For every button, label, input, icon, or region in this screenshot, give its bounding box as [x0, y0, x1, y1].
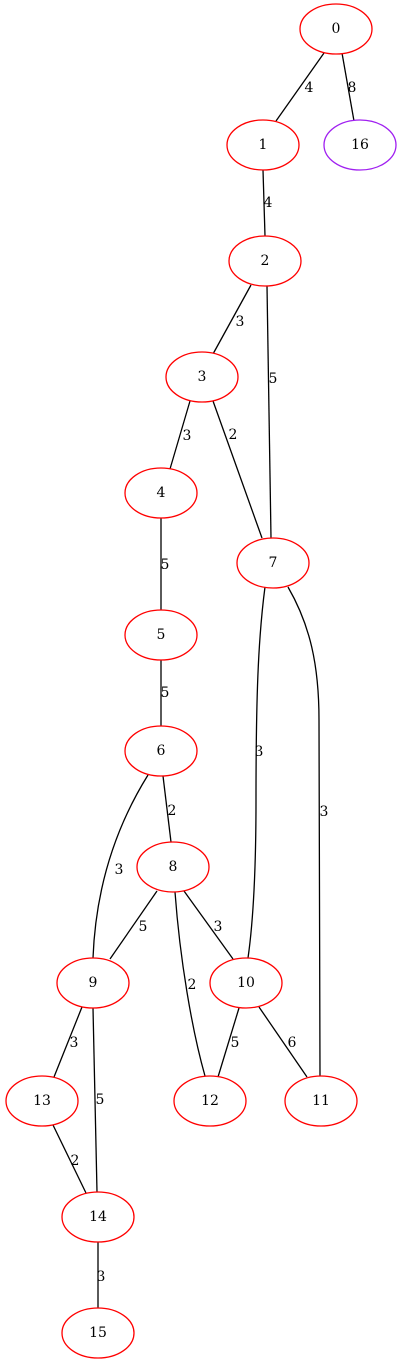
edge-weight-label-2-7: 5	[269, 371, 278, 387]
node-ellipse-15	[61, 1307, 135, 1359]
node-label-12: 12	[201, 1093, 219, 1109]
node-7: 7	[236, 537, 310, 589]
node-12: 12	[173, 1075, 247, 1127]
edge-weight-label-7-11: 3	[320, 804, 329, 820]
node-label-13: 13	[33, 1093, 51, 1109]
edge-9-14	[92, 1007, 98, 1193]
edge-weight-label-8-10: 3	[214, 919, 223, 935]
node-ellipse-7	[236, 537, 310, 589]
node-label-8: 8	[169, 859, 178, 875]
node-ellipse-8	[136, 841, 210, 893]
edge-13-14	[52, 1124, 87, 1194]
node-label-9: 9	[89, 975, 98, 991]
edge-6-8	[162, 775, 172, 843]
node-8: 8	[136, 841, 210, 893]
node-4: 4	[124, 467, 198, 519]
edge-weight-label-9-14: 5	[96, 1092, 105, 1108]
node-ellipse-13	[5, 1075, 79, 1127]
edge-weight-label-8-9: 5	[139, 919, 148, 935]
edge-8-12	[174, 891, 206, 1077]
edge-weight-label-1-2: 4	[264, 195, 273, 211]
edge-weight-label-4-5: 5	[161, 557, 170, 573]
node-ellipse-10	[209, 957, 283, 1009]
edge-6-9	[92, 774, 149, 959]
node-14: 14	[61, 1191, 135, 1243]
edge-weight-label-9-13: 3	[70, 1035, 79, 1051]
edges-layer	[52, 52, 355, 1308]
edge-weight-label-10-11: 6	[288, 1035, 297, 1051]
edge-2-7	[266, 285, 272, 539]
edge-8-10	[183, 890, 234, 960]
node-ellipse-12	[173, 1075, 247, 1127]
node-1: 1	[226, 119, 300, 171]
edge-weight-label-5-6: 5	[161, 685, 170, 701]
edge-weight-label-3-4: 3	[183, 428, 192, 444]
node-2: 2	[228, 235, 302, 287]
node-label-3: 3	[198, 369, 207, 385]
node-ellipse-0	[299, 3, 373, 55]
edge-10-11	[258, 1006, 308, 1078]
node-11: 11	[284, 1075, 358, 1127]
node-label-4: 4	[157, 485, 166, 501]
node-ellipse-2	[228, 235, 302, 287]
edge-weight-label-0-16: 8	[348, 80, 357, 96]
edge-1-2	[262, 169, 266, 237]
edge-0-16	[341, 52, 355, 122]
node-label-10: 10	[237, 975, 255, 991]
node-ellipse-9	[56, 957, 130, 1009]
node-label-1: 1	[259, 137, 268, 153]
edge-2-3	[212, 284, 252, 355]
node-13: 13	[5, 1075, 79, 1127]
edge-10-12	[217, 1007, 240, 1078]
node-label-5: 5	[157, 627, 166, 643]
node-ellipse-16	[323, 119, 397, 171]
edge-weight-label-10-12: 5	[231, 1035, 240, 1051]
edge-weight-label-7-10: 3	[255, 744, 264, 760]
edge-7-10	[247, 586, 266, 959]
node-16: 16	[323, 119, 397, 171]
node-ellipse-4	[124, 467, 198, 519]
node-label-2: 2	[261, 253, 270, 269]
node-3: 3	[165, 351, 239, 403]
node-0: 0	[299, 3, 373, 55]
node-label-6: 6	[157, 743, 166, 759]
edge-weight-label-3-7: 2	[229, 427, 238, 443]
edge-weight-label-6-9: 3	[115, 862, 124, 878]
node-5: 5	[124, 609, 198, 661]
nodes-layer: 0 1 16 2 3 4 7 5 6 8 9 10 13 12 11 14 15	[5, 3, 397, 1359]
node-label-15: 15	[89, 1325, 107, 1341]
node-6: 6	[124, 725, 198, 777]
edge-weight-label-13-14: 2	[71, 1153, 80, 1169]
edge-3-7	[212, 400, 263, 539]
edge-8-9	[109, 890, 158, 960]
node-ellipse-11	[284, 1075, 358, 1127]
edge-9-13	[53, 1006, 83, 1078]
node-ellipse-5	[124, 609, 198, 661]
edge-weight-label-6-8: 2	[168, 803, 177, 819]
edge-weight-label-14-15: 3	[97, 1269, 106, 1285]
node-label-11: 11	[312, 1093, 330, 1109]
node-9: 9	[56, 957, 130, 1009]
edge-labels-layer: 4 8 4 3 5 3 2 5 5 2 3 3 3 5 3 2 3 5 5 6 2 3	[70, 80, 357, 1285]
edge-3-4	[169, 400, 191, 470]
node-ellipse-1	[226, 119, 300, 171]
node-10: 10	[209, 957, 283, 1009]
node-label-14: 14	[89, 1209, 107, 1225]
edge-weight-label-0-1: 4	[305, 80, 314, 96]
node-ellipse-3	[165, 351, 239, 403]
node-label-0: 0	[332, 21, 341, 37]
edge-0-1	[275, 52, 325, 122]
node-label-16: 16	[351, 137, 369, 153]
edge-weight-label-8-12: 2	[188, 977, 197, 993]
node-label-7: 7	[269, 555, 278, 571]
edge-7-11	[287, 586, 321, 1077]
node-15: 15	[61, 1307, 135, 1359]
node-ellipse-6	[124, 725, 198, 777]
edge-weight-label-2-3: 3	[236, 314, 245, 330]
node-ellipse-14	[61, 1191, 135, 1243]
